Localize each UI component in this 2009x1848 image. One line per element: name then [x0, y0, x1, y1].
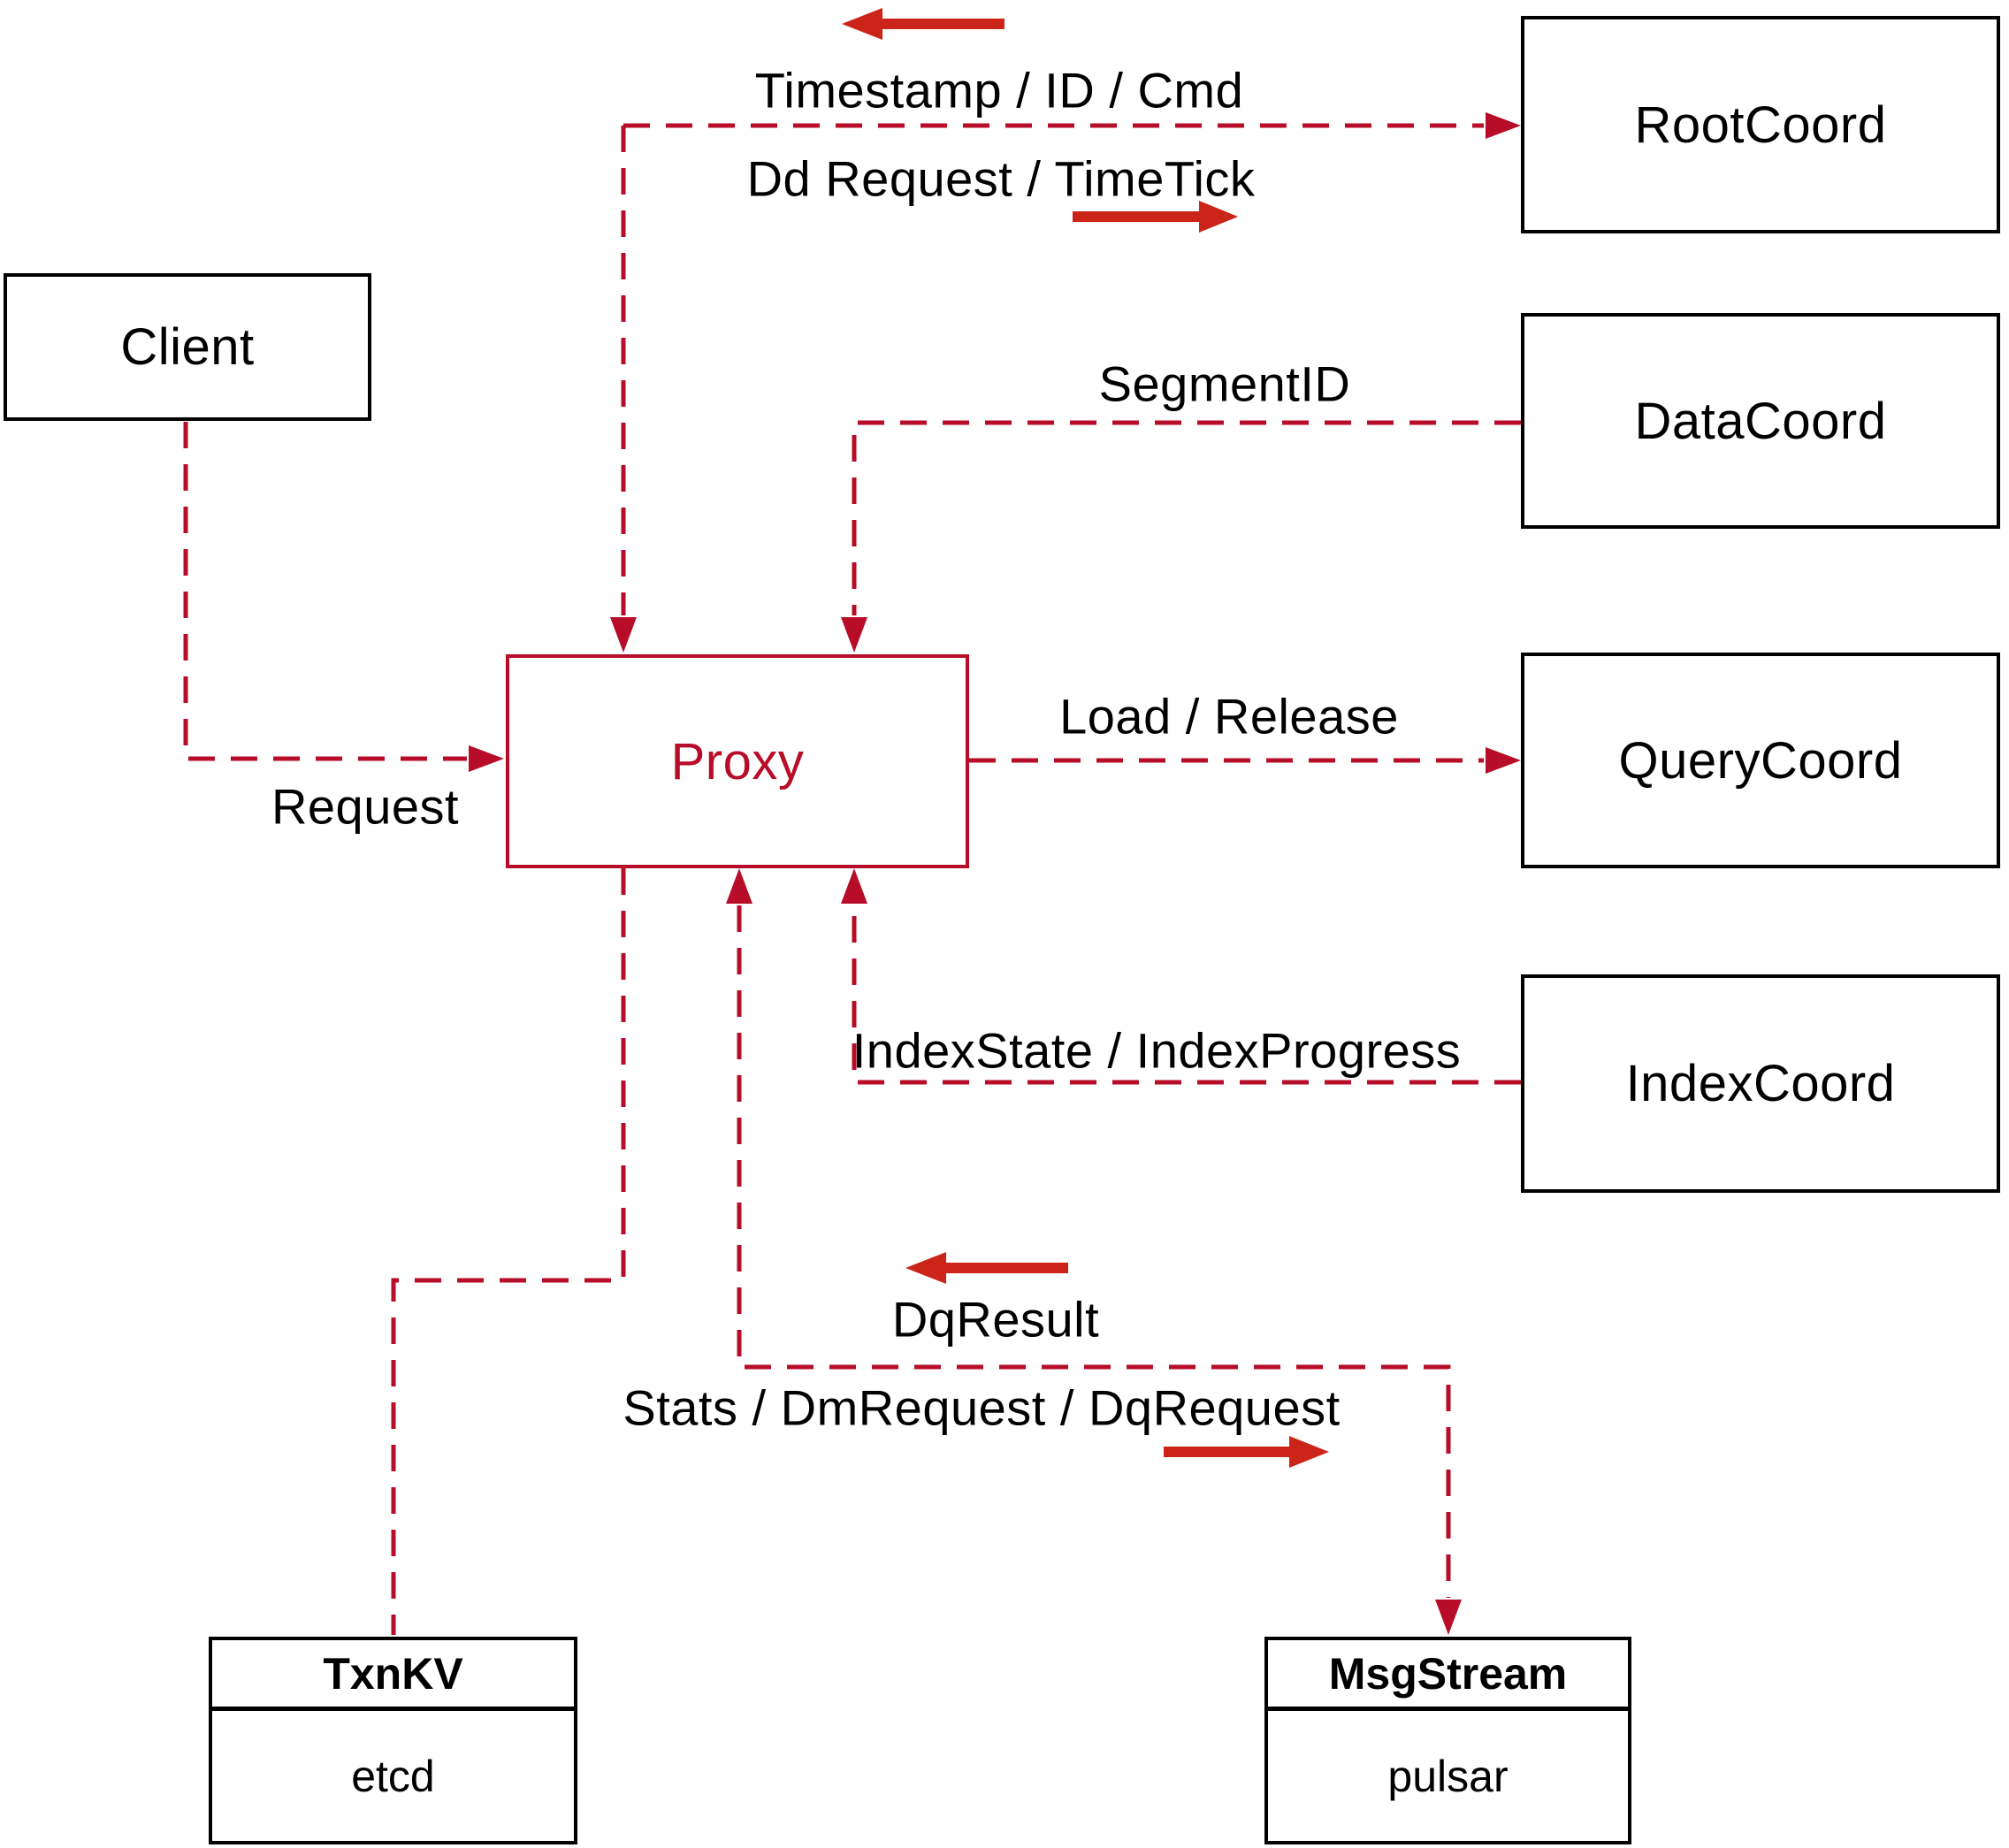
right-arrow-icon-ddrequest	[1199, 201, 1238, 233]
label-load-release: Load / Release	[1059, 688, 1399, 745]
arrowhead-into-rootcoord	[1486, 112, 1521, 139]
arrowhead-into-proxy-top-left	[610, 617, 637, 653]
arrowhead-into-proxy-bottom-right	[841, 868, 867, 904]
label-index-state-progress: IndexState / IndexProgress	[852, 1022, 1462, 1079]
arrowhead-into-querycoord	[1486, 747, 1521, 774]
left-arrow-icon-timestamp	[842, 8, 882, 40]
querycoord-label: QueryCoord	[1618, 731, 1903, 790]
label-dd-request-timetick: Dd Request / TimeTick	[746, 150, 1256, 207]
label-stats-dm-dq-request: Stats / DmRequest / DqRequest	[623, 1379, 1341, 1436]
arrowhead-into-proxy-left	[469, 745, 504, 772]
msgstream-title: MsgStream	[1268, 1640, 1628, 1711]
edge-datacoord-to-proxy	[852, 420, 1521, 615]
proxy-label: Proxy	[670, 732, 805, 790]
datacoord-node: DataCoord	[1521, 313, 2000, 529]
rootcoord-label: RootCoord	[1634, 95, 1887, 154]
edge-indexcoord-to-proxy	[852, 905, 1521, 1085]
txnkv-node: TxnKV etcd	[209, 1637, 577, 1844]
indexcoord-label: IndexCoord	[1625, 1055, 1896, 1112]
arrowhead-into-proxy-bottom-left	[726, 868, 752, 904]
left-arrow-icon-dqresult	[905, 1252, 946, 1284]
querycoord-node: QueryCoord	[1521, 653, 2000, 868]
datacoord-label: DataCoord	[1634, 392, 1887, 450]
arrowhead-into-msgstream	[1435, 1600, 1462, 1635]
label-dq-result: DqResult	[891, 1291, 1100, 1348]
edge-proxy-to-txnkv	[391, 868, 626, 1635]
right-arrow-icon-stats	[1289, 1436, 1329, 1468]
proxy-node: Proxy	[506, 654, 969, 868]
txnkv-impl: etcd	[351, 1751, 435, 1801]
msgstream-impl: pulsar	[1387, 1751, 1509, 1801]
client-node: Client	[4, 273, 371, 421]
label-timestamp-id-cmd: Timestamp / ID / Cmd	[754, 62, 1244, 118]
arrowhead-into-proxy-top-right	[841, 617, 867, 653]
txnkv-title: TxnKV	[212, 1640, 574, 1711]
msgstream-node: MsgStream pulsar	[1264, 1637, 1631, 1844]
indexcoord-node: IndexCoord	[1521, 974, 2000, 1193]
client-label: Client	[120, 318, 255, 376]
edge-client-to-proxy	[183, 422, 467, 761]
label-request: Request	[271, 778, 460, 835]
edge-proxy-to-msgstream	[737, 905, 1451, 1598]
label-segment-id: SegmentID	[1098, 355, 1351, 412]
rootcoord-node: RootCoord	[1521, 16, 2000, 233]
